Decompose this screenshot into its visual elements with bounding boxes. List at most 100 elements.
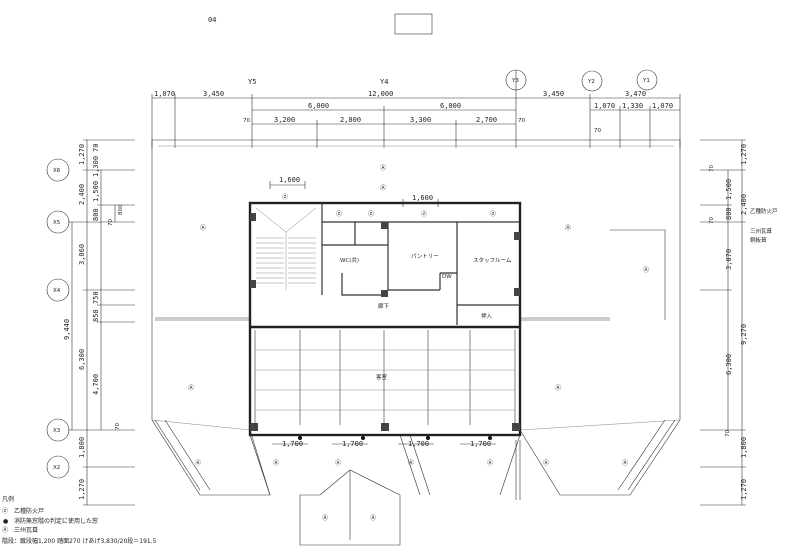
svg-text:1,270: 1,270 [740,479,748,500]
svg-text:70: 70 [108,219,114,226]
svg-text:Ⓩ: Ⓩ [490,210,496,218]
svg-text:800: 800 [725,207,733,220]
legend: 凡例 Ⓩ 乙種防火戸 ● 消防無窓階の判定に使用した窓 Ⓐ 三州瓦葺 階段：蹴段… [2,495,157,545]
svg-text:70: 70 [92,144,100,152]
stair [255,207,317,290]
svg-text:1,270: 1,270 [740,144,748,165]
svg-text:Ⓐ: Ⓐ [380,184,386,192]
tatami-grid [254,330,516,425]
svg-text:1,270: 1,270 [78,144,86,165]
grid-y1-circle [636,69,658,91]
svg-text:70: 70 [594,128,601,134]
svg-text:750: 750 [92,291,100,304]
svg-text:70: 70 [709,217,715,224]
svg-text:3,060: 3,060 [78,244,86,265]
svg-text:2,400: 2,400 [78,184,86,205]
plan-dimensions: 1,600 1,600 1,700 1,700 1,700 1,700 [269,176,496,448]
svg-text:70: 70 [518,118,525,124]
svg-text:X4: X4 [53,288,61,294]
legend-title: 凡例 [2,495,14,503]
stair-note: 階段：蹴段幅1,200 踏面270 けあげ3,830/20段＝191.5 [2,537,157,545]
svg-text:X3: X3 [53,428,61,434]
svg-text:乙種防火戸: 乙種防火戸 [750,207,778,215]
svg-text:1,270: 1,270 [78,479,86,500]
svg-text:Ⓐ: Ⓐ [555,384,561,392]
svg-text:1,800: 1,800 [740,437,748,458]
svg-text:Ⓐ: Ⓐ [380,164,386,172]
svg-text:3,200: 3,200 [274,116,295,124]
left-dimensions: 1,270 2,400 3,060 6,300 1,800 1,270 9,44… [63,139,135,506]
svg-text:6,300: 6,300 [725,354,733,375]
svg-text:70: 70 [243,118,250,124]
svg-text:Ⓐ: Ⓐ [322,514,328,522]
roof-markers: Ⓐ Ⓐ Ⓐ Ⓐ Ⓐ Ⓐ Ⓐ Ⓐ Ⓐ Ⓐ Ⓐ Ⓐ Ⓐ Ⓐ Ⓐ Ⓐ Ⓩ Ⓩ Ⓩ Ⓩ … [188,164,649,522]
svg-text:1,500: 1,500 [92,181,100,202]
svg-text:3,470: 3,470 [625,90,646,98]
room-dw: DW [442,274,452,280]
right-dimensions: 1,270 2,400 9,270 1,800 1,270 1,500 800 … [700,139,778,506]
roof-outline [151,139,681,546]
svg-text:3,450: 3,450 [203,90,224,98]
svg-text:Ⓐ: Ⓐ [370,514,376,522]
svg-text:3,450: 3,450 [543,90,564,98]
svg-text:銅板葺: 銅板葺 [750,236,767,244]
svg-text:800: 800 [92,208,100,221]
svg-text:Ⓩ: Ⓩ [336,210,342,218]
svg-text:850: 850 [92,309,100,322]
svg-text:1,600: 1,600 [279,176,300,184]
svg-text:2,700: 2,700 [476,116,497,124]
svg-text:Ⓐ: Ⓐ [2,526,8,534]
svg-text:6,000: 6,000 [308,102,329,110]
svg-text:三州瓦葺: 三州瓦葺 [14,526,38,534]
building [248,201,522,437]
svg-text:3,300: 3,300 [410,116,431,124]
svg-text:Ⓐ: Ⓐ [543,459,549,467]
grid-labels-top: Y5 Y4 Y3 Y2 Y1 [248,69,658,92]
svg-text:Ⓐ: Ⓐ [188,384,194,392]
room-pantry: パントリー [411,253,439,260]
svg-text:70: 70 [115,423,121,430]
svg-text:1,070: 1,070 [652,102,673,110]
svg-text:Ⓐ: Ⓐ [200,224,206,232]
svg-text:9,270: 9,270 [740,324,748,345]
grid-labels-left: X6 X5 X4 X3 X2 [46,158,70,479]
svg-text:1,600: 1,600 [412,194,433,202]
title-box [394,13,433,35]
svg-text:Ⓐ: Ⓐ [487,459,493,467]
grid-y2: Y2 [587,79,595,85]
svg-text:X2: X2 [53,465,60,471]
svg-text:1,070: 1,070 [154,90,175,98]
svg-text:12,000: 12,000 [368,90,393,98]
svg-text:1,700: 1,700 [408,440,429,448]
svg-text:Ⓩ: Ⓩ [368,210,374,218]
svg-text:三州瓦葺: 三州瓦葺 [750,227,773,235]
svg-text:1,500: 1,500 [725,179,733,200]
svg-text:1,700: 1,700 [470,440,491,448]
svg-text:1,070: 1,070 [594,102,615,110]
top-dimensions: 1,070 3,450 12,000 3,450 3,470 6,000 6,0… [151,70,681,148]
svg-text:Ⓐ: Ⓐ [622,459,628,467]
svg-text:Ⓐ: Ⓐ [273,459,279,467]
room-corridor: 廊下 [378,302,390,310]
svg-text:1,800: 1,800 [78,437,86,458]
svg-text:X6: X6 [53,168,61,174]
svg-text:3,070: 3,070 [725,249,733,270]
svg-text:1,330: 1,330 [622,102,643,110]
svg-text:1,700: 1,700 [282,440,303,448]
svg-text:X5: X5 [53,220,61,226]
room-staff: スタッフルーム [473,256,512,264]
room-guest: 客室 [376,373,388,381]
svg-text:6,300: 6,300 [78,349,86,370]
grid-y1: Y1 [642,78,650,84]
svg-text:Ⓐ: Ⓐ [195,459,201,467]
grid-y3: Y3 [511,78,519,84]
svg-text:Ⓐ: Ⓐ [565,224,571,232]
svg-text:Ⓩ: Ⓩ [282,193,288,201]
svg-text:1,700: 1,700 [342,440,363,448]
sheet-number: 04 [208,16,216,24]
room-closet: 押入 [481,312,493,320]
room-labels: WC(共) パントリー DW スタッフルーム 廊下 押入 客室 [340,253,512,381]
svg-text:●: ● [3,518,8,525]
room-wc: WC(共) [340,256,359,264]
